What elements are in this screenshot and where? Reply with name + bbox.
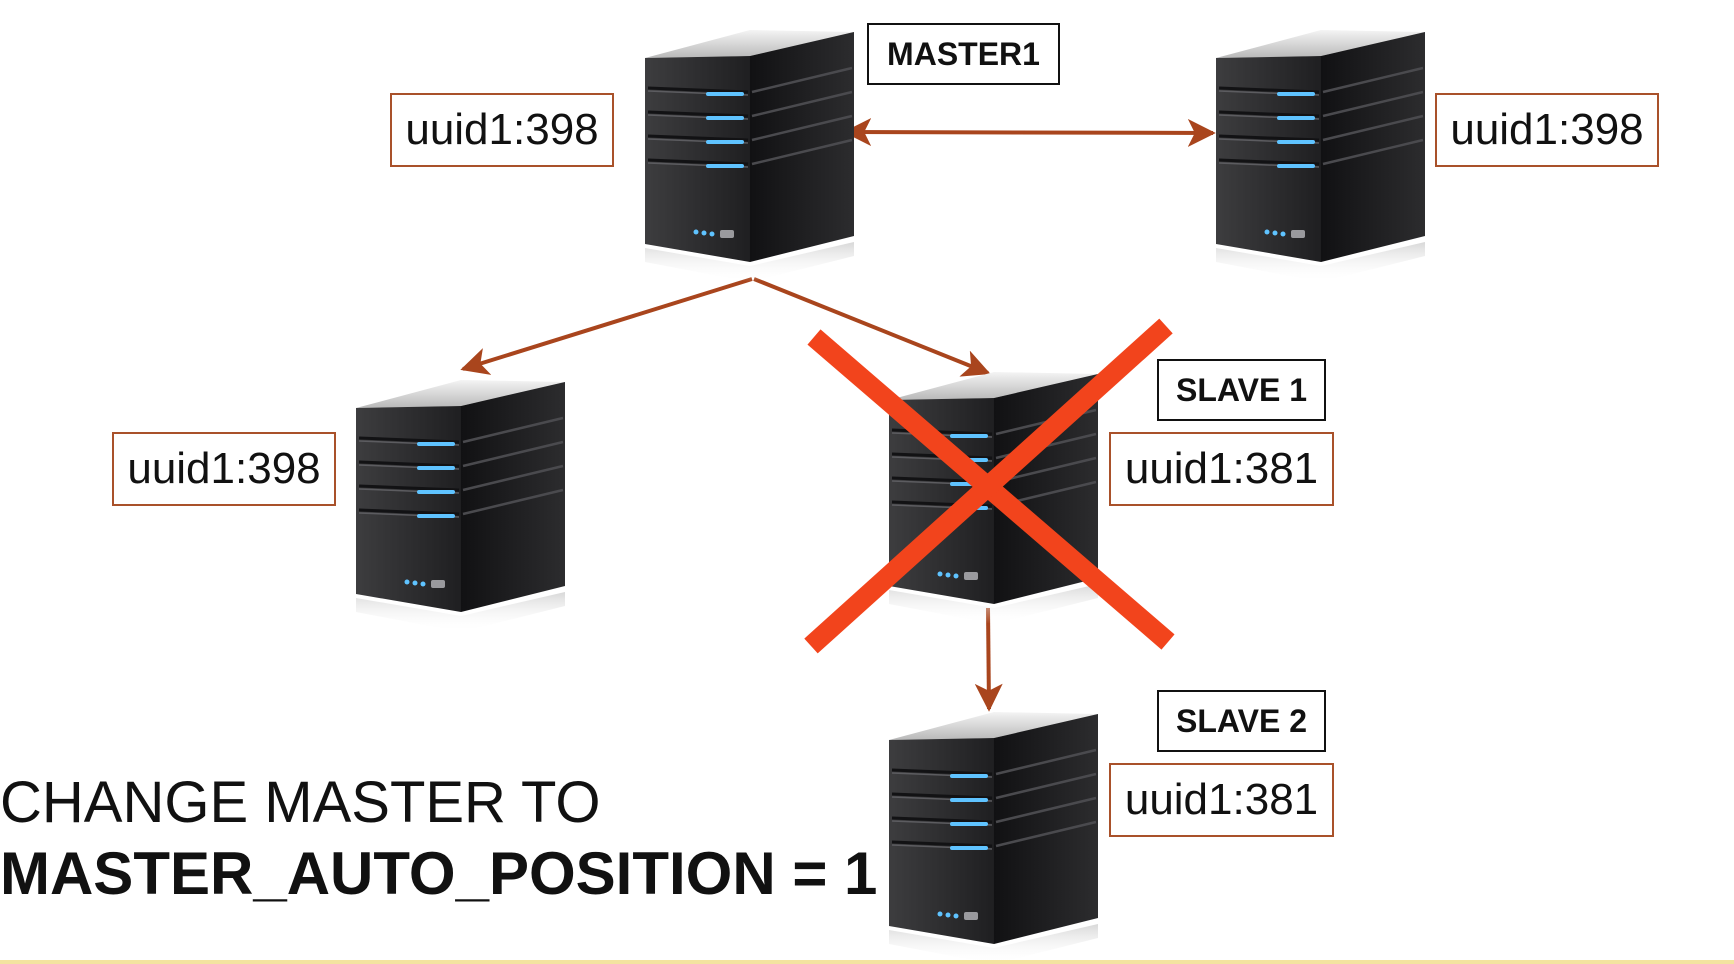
replication-links bbox=[460, 118, 1216, 712]
role-label-slave1: SLAVE 1 bbox=[1157, 359, 1326, 421]
server-icon bbox=[1214, 28, 1427, 284]
server-icon bbox=[643, 28, 856, 284]
link-master1-master2 bbox=[843, 118, 1216, 147]
change-master-command: CHANGE MASTER TO MASTER_AUTO_POSITION = … bbox=[0, 768, 877, 910]
server-icon bbox=[887, 710, 1100, 964]
gtid-label-master1: uuid1:398 bbox=[390, 93, 614, 167]
role-label-master1: MASTER1 bbox=[867, 23, 1060, 85]
gtid-label-master2: uuid1:398 bbox=[1435, 93, 1659, 167]
command-line-1: CHANGE MASTER TO bbox=[0, 770, 601, 835]
server-icon bbox=[354, 378, 567, 634]
link-master1-slave-left bbox=[460, 277, 753, 375]
bottom-rule bbox=[0, 960, 1734, 964]
gtid-label-slave2: uuid1:381 bbox=[1109, 763, 1334, 837]
failure-cross-icon bbox=[804, 318, 1175, 654]
gtid-label-slave-left: uuid1:398 bbox=[112, 432, 336, 506]
link-master1-slave1 bbox=[753, 277, 991, 377]
link-slave1-slave2 bbox=[974, 607, 1003, 712]
command-line-2: MASTER_AUTO_POSITION = 1 bbox=[0, 839, 878, 907]
gtid-label-slave1: uuid1:381 bbox=[1109, 432, 1334, 506]
role-label-slave2: SLAVE 2 bbox=[1157, 690, 1326, 752]
